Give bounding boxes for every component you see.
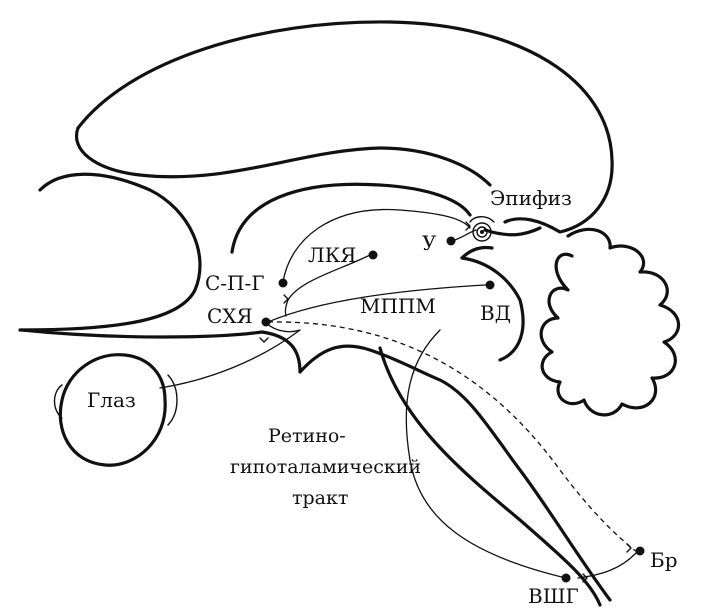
label-mppm: МППМ <box>360 294 436 318</box>
optic-nerve <box>160 330 300 388</box>
label-lkya: ЛКЯ <box>308 243 356 267</box>
label-skhya: СХЯ <box>207 304 253 328</box>
label-spg: С-П-Г <box>205 271 265 295</box>
brain-inner-fold <box>77 128 490 185</box>
vd-node <box>486 281 495 290</box>
label-eye: Глаз <box>87 388 136 412</box>
retino-hypothalamic-fiber <box>266 322 300 332</box>
skhya-node <box>262 318 271 327</box>
corpus-callosum-upper <box>20 174 200 330</box>
cerebellum-outline <box>541 229 678 415</box>
frontal-lower-edge <box>22 330 262 337</box>
label-vd: ВД <box>480 301 511 325</box>
label-retino-line3: тракт <box>292 487 348 509</box>
synapse-mark <box>627 544 631 552</box>
u-node <box>447 237 456 246</box>
epiphysis-stalk <box>462 247 492 258</box>
thalamus-edge <box>485 228 540 235</box>
lkya-node <box>369 251 378 260</box>
label-u: У <box>422 231 437 255</box>
synapse-mark <box>260 338 268 342</box>
label-br: Бр <box>650 548 678 572</box>
vshg-node <box>562 574 571 583</box>
label-epiphysis: Эпифиз <box>490 186 572 210</box>
br-node <box>636 547 645 556</box>
label-retino-line1: Ретино- <box>268 425 346 447</box>
label-vshg: ВШГ <box>528 584 579 608</box>
spg-node <box>279 279 288 288</box>
epiphysis-spiral-icon <box>470 217 494 241</box>
label-retino-line2: гипоталамический <box>230 456 421 478</box>
